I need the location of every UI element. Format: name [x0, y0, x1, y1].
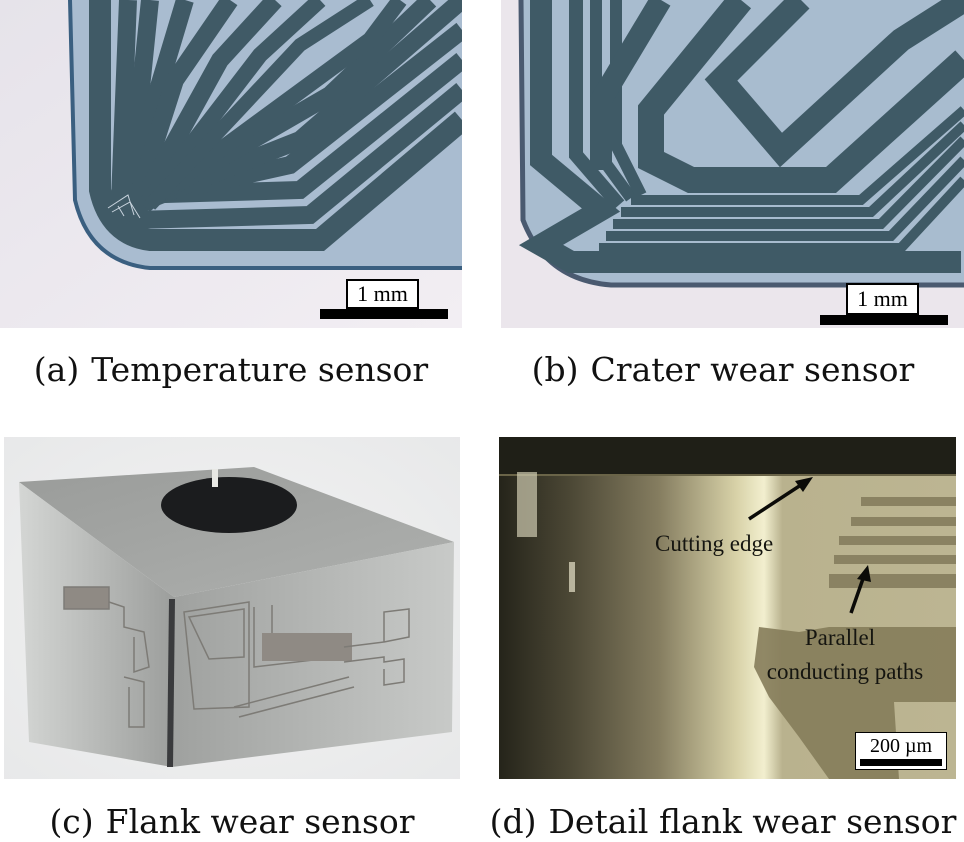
panel-a-image — [0, 0, 462, 328]
panel-b-scale-bar: 1 mm — [820, 283, 948, 325]
panel-d-image — [499, 437, 956, 779]
panel-label: (c) — [49, 802, 94, 841]
temperature-sensor-micrograph — [0, 0, 462, 328]
parallel-paths-annotation-line2: conducting paths — [766, 659, 924, 684]
scale-bar-line — [860, 759, 942, 766]
panel-a-scale-bar: 1 mm — [320, 279, 448, 319]
scale-bar-label: 1 mm — [346, 279, 419, 309]
caption-text: Detail flank wear sensor — [548, 802, 957, 841]
caption-text: Temperature sensor — [91, 350, 429, 389]
panel-c-caption: (c) Flank wear sensor — [0, 802, 464, 841]
parallel-paths-annotation-line1: Parallel — [804, 625, 876, 650]
panel-label: (b) — [531, 350, 579, 389]
panel-label: (d) — [489, 802, 537, 841]
cutting-edge-annotation: Cutting edge — [655, 531, 774, 556]
panel-d-scale-bar: 200 µm — [855, 732, 947, 770]
crater-wear-sensor-micrograph — [501, 0, 964, 328]
panel-c-image — [4, 437, 460, 779]
panel-a-caption: (a) Temperature sensor — [0, 350, 462, 389]
scale-bar-line — [320, 309, 448, 319]
flank-wear-detail-micrograph — [499, 437, 956, 779]
panel-d-caption: (d) Detail flank wear sensor — [482, 802, 964, 841]
scale-bar-label: 1 mm — [846, 283, 919, 315]
panel-label: (a) — [33, 350, 80, 389]
scale-bar-line — [820, 315, 948, 325]
caption-text: Flank wear sensor — [105, 802, 415, 841]
panel-b-image — [501, 0, 964, 328]
flank-wear-sensor-photo — [4, 437, 460, 779]
panel-b-caption: (b) Crater wear sensor — [482, 350, 964, 389]
caption-text: Crater wear sensor — [590, 350, 915, 389]
